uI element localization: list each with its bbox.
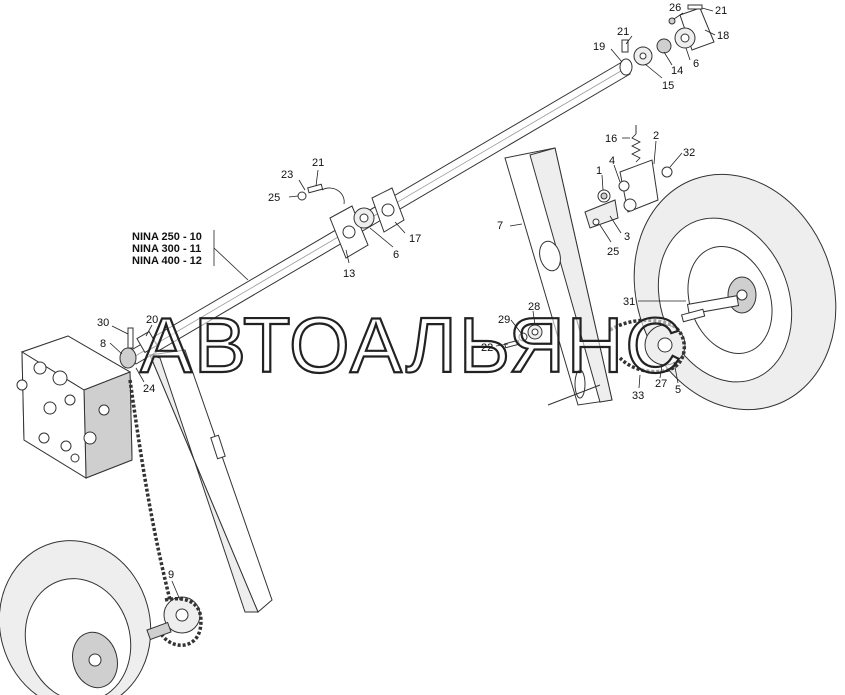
callout-15: 15 [662,80,674,92]
gearbox [16,335,133,479]
callout-26: 26 [669,2,681,14]
callout-5: 5 [675,384,681,396]
callout-29: 29 [498,314,510,326]
callout-20: 20 [146,314,158,326]
callout-22: 22 [481,342,493,354]
callout-16: 16 [605,133,617,145]
callout-13: 13 [343,268,355,280]
variant-nina-300: NINA 300 - 11 [132,243,201,255]
variant-nina-250: NINA 250 - 10 [132,231,202,243]
callout-18: 18 [717,30,729,42]
watermark-text: АВТОАЛЬЯНС [140,301,684,389]
callout-9: 9 [168,569,174,581]
right-frame-beam [504,147,613,406]
callout-30: 30 [97,317,109,329]
callout-25: 25 [607,246,619,258]
callout-19: 19 [593,41,605,53]
callout-1: 1 [596,165,602,177]
callout-32: 32 [683,147,695,159]
callout-7: 7 [497,220,503,232]
callout-leaders [109,7,716,601]
callout-17: 17 [409,233,421,245]
shaft-coupling [119,327,158,369]
callout-6: 6 [393,249,399,261]
callout-3: 3 [624,231,630,243]
left-wheel [0,540,152,695]
callout-31: 31 [623,296,635,308]
variant-nina-400: NINA 400 - 12 [132,255,202,267]
callout-21: 21 [312,157,324,169]
callout-8: 8 [100,338,106,350]
tensioner-assembly [584,125,673,229]
variant-label-block: NINA 250 - 10 NINA 300 - 11 NINA 400 - 1… [132,230,249,281]
left-frame-beam [149,349,273,613]
callout-33: 33 [632,390,644,402]
callout-21: 21 [617,26,629,38]
callout-21: 21 [715,5,727,17]
top-bearing-flange [619,4,715,76]
callout-14: 14 [671,65,683,77]
callout-numbers: 26 21 18 21 19 14 6 15 16 2 32 1 4 7 3 2… [97,2,729,581]
left-chain-sprocket [128,379,203,647]
callout-6: 6 [693,58,699,70]
callout-2: 2 [653,130,659,142]
callout-25: 25 [268,192,280,204]
callout-24: 24 [143,383,155,395]
callout-27: 27 [655,378,667,390]
right-chain-sprocket [609,308,706,374]
callout-28: 28 [528,301,540,313]
callout-4: 4 [609,155,615,167]
mid-bearing-flange [297,183,405,259]
callout-23: 23 [281,169,293,181]
